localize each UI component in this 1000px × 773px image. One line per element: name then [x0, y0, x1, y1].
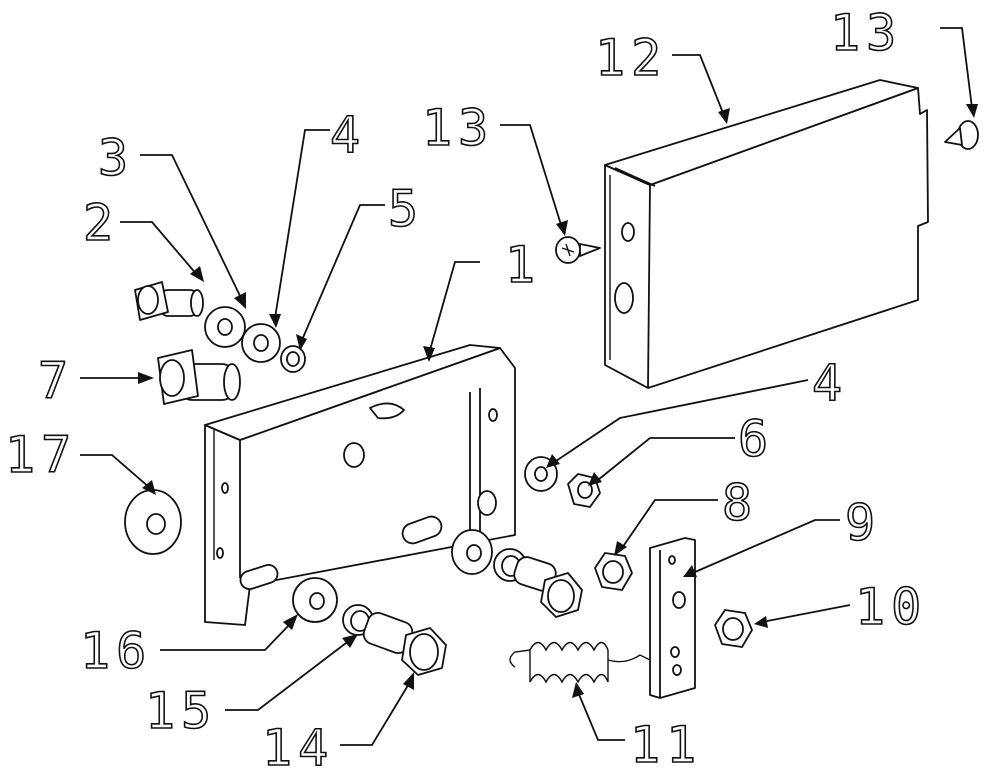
label-part-6: 6	[738, 410, 774, 468]
part-9-plate	[649, 537, 696, 699]
label-part-9: 9	[845, 494, 881, 552]
bracket-bolt-assembly	[451, 529, 583, 618]
label-part-4-upper: 4	[330, 106, 366, 164]
label-part-10: 10	[855, 578, 927, 636]
label-part-5: 5	[388, 180, 424, 238]
label-part-1: 1	[505, 236, 541, 294]
part-13-screw-a	[555, 236, 601, 264]
part-11-spring	[509, 641, 651, 684]
part-5-washer	[280, 345, 306, 373]
part-13-screw-b	[944, 120, 979, 150]
label-part-4-lower: 4	[812, 354, 848, 412]
part-3-washer	[204, 306, 246, 348]
part-labels: 1 2 3 4 4 5 6 7 8 9 10 11 12 13 13 14 15…	[4, 3, 927, 773]
leader-lines	[80, 27, 978, 746]
label-part-13-left: 13	[422, 99, 494, 157]
label-part-2: 2	[83, 194, 119, 252]
part-7-bolt	[157, 349, 241, 405]
label-part-15: 15	[145, 682, 217, 740]
label-part-14: 14	[262, 719, 334, 773]
label-part-7: 7	[38, 352, 74, 410]
part-14-bolt	[362, 612, 447, 676]
label-part-3: 3	[98, 129, 134, 187]
part-17-washer	[124, 489, 182, 555]
part-4-washer-a	[241, 323, 281, 363]
label-part-8: 8	[722, 474, 758, 532]
label-part-17: 17	[5, 426, 77, 484]
part-12-cover	[604, 79, 929, 389]
part-1-bracket	[204, 344, 516, 626]
label-part-16: 16	[80, 622, 152, 680]
part-2-bolt	[134, 281, 204, 321]
label-part-11: 11	[630, 716, 702, 773]
part-8-nut	[594, 552, 633, 591]
label-part-12: 12	[595, 29, 667, 87]
label-part-13-right: 13	[830, 4, 902, 62]
part-10-nut	[714, 609, 753, 648]
part-16-washer	[292, 577, 338, 623]
